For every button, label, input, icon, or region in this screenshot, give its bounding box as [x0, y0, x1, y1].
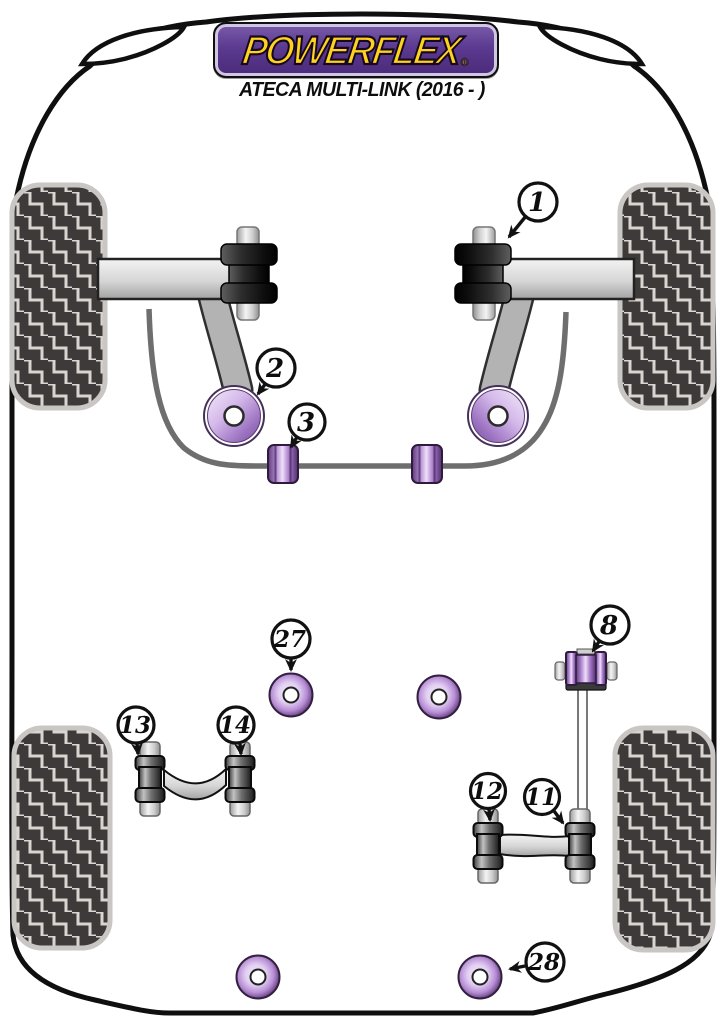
callout-circle[interactable] [255, 347, 297, 389]
headlight-left [77, 24, 188, 67]
callout-number: 13 [119, 712, 151, 739]
rear-tie-bar-right [499, 833, 571, 858]
callout-number: 27 [273, 626, 306, 653]
callout-circle[interactable] [517, 181, 559, 223]
callout-13[interactable]: 13 [116, 705, 156, 745]
callout-circle[interactable] [216, 705, 256, 745]
callout-number: 8 [599, 611, 618, 641]
wheel-rear-right [612, 725, 716, 953]
rear-drop-link [577, 685, 588, 827]
callout-circle[interactable] [270, 618, 312, 660]
callout-12[interactable]: 12 [468, 771, 508, 811]
callout-circle[interactable] [589, 604, 631, 646]
rear-tie-bar-left [163, 766, 227, 801]
anti-roll-bar-bush-right [411, 444, 443, 484]
callout-11-arrow [551, 809, 565, 825]
rear-subframe-bush-rear-right [457, 954, 503, 1000]
callout-1-arrow [507, 214, 528, 239]
callout-14[interactable]: 14 [216, 705, 256, 745]
callout-number: 3 [297, 408, 315, 438]
callout-27[interactable]: 27 [270, 618, 312, 660]
callout-number: 28 [527, 949, 560, 976]
callout-number: 11 [525, 784, 557, 811]
callout-circle[interactable] [287, 402, 327, 442]
rear-subframe-bush-front-right [416, 674, 462, 720]
rear-subframe-bush-rear-left [235, 954, 281, 1000]
rear-tie-bar-bush-12 [472, 808, 504, 884]
callout-1[interactable]: 1 [517, 181, 559, 223]
callout-8[interactable]: 8 [589, 604, 631, 646]
page-title: ATECA MULTI-LINK (2016 - ) [239, 79, 485, 101]
callout-3[interactable]: 3 [287, 402, 327, 442]
callout-2[interactable]: 2 [255, 347, 297, 389]
rear-subframe-bush-front-left [268, 672, 314, 718]
callout-circle[interactable] [116, 705, 156, 745]
callout-number: 14 [219, 712, 251, 739]
anti-roll-bar [146, 308, 569, 469]
callout-28[interactable]: 28 [524, 941, 566, 983]
powerflex-logo: POWERFLEX ® [213, 22, 499, 78]
callout-11[interactable]: 11 [522, 777, 562, 817]
callout-number: 2 [265, 354, 284, 384]
callout-28-arrow [508, 960, 526, 973]
callout-3-arrow [289, 434, 302, 449]
rear-tie-bar-bush-13 [134, 741, 166, 817]
callout-circle[interactable] [468, 771, 508, 811]
car-body-outline [9, 11, 717, 1016]
callout-number: 12 [471, 778, 503, 805]
callout-14-arrow [233, 742, 246, 756]
rear-tie-bar-bush-11 [564, 808, 596, 884]
callout-12-arrow [483, 808, 495, 822]
wheel-rear-left [11, 725, 113, 951]
headlight-right [536, 24, 647, 67]
callout-circle[interactable] [524, 941, 566, 983]
anti-roll-bar-bush-left [267, 444, 299, 484]
wheel-front-left [9, 182, 108, 411]
callout-number: 1 [528, 188, 546, 218]
callout-13-arrow [130, 742, 143, 756]
callout-circle[interactable] [522, 777, 562, 817]
rear-link-upper-bush [554, 648, 618, 691]
brand-name: POWERFLEX [239, 27, 464, 73]
registered-mark-icon: ® [460, 57, 469, 70]
